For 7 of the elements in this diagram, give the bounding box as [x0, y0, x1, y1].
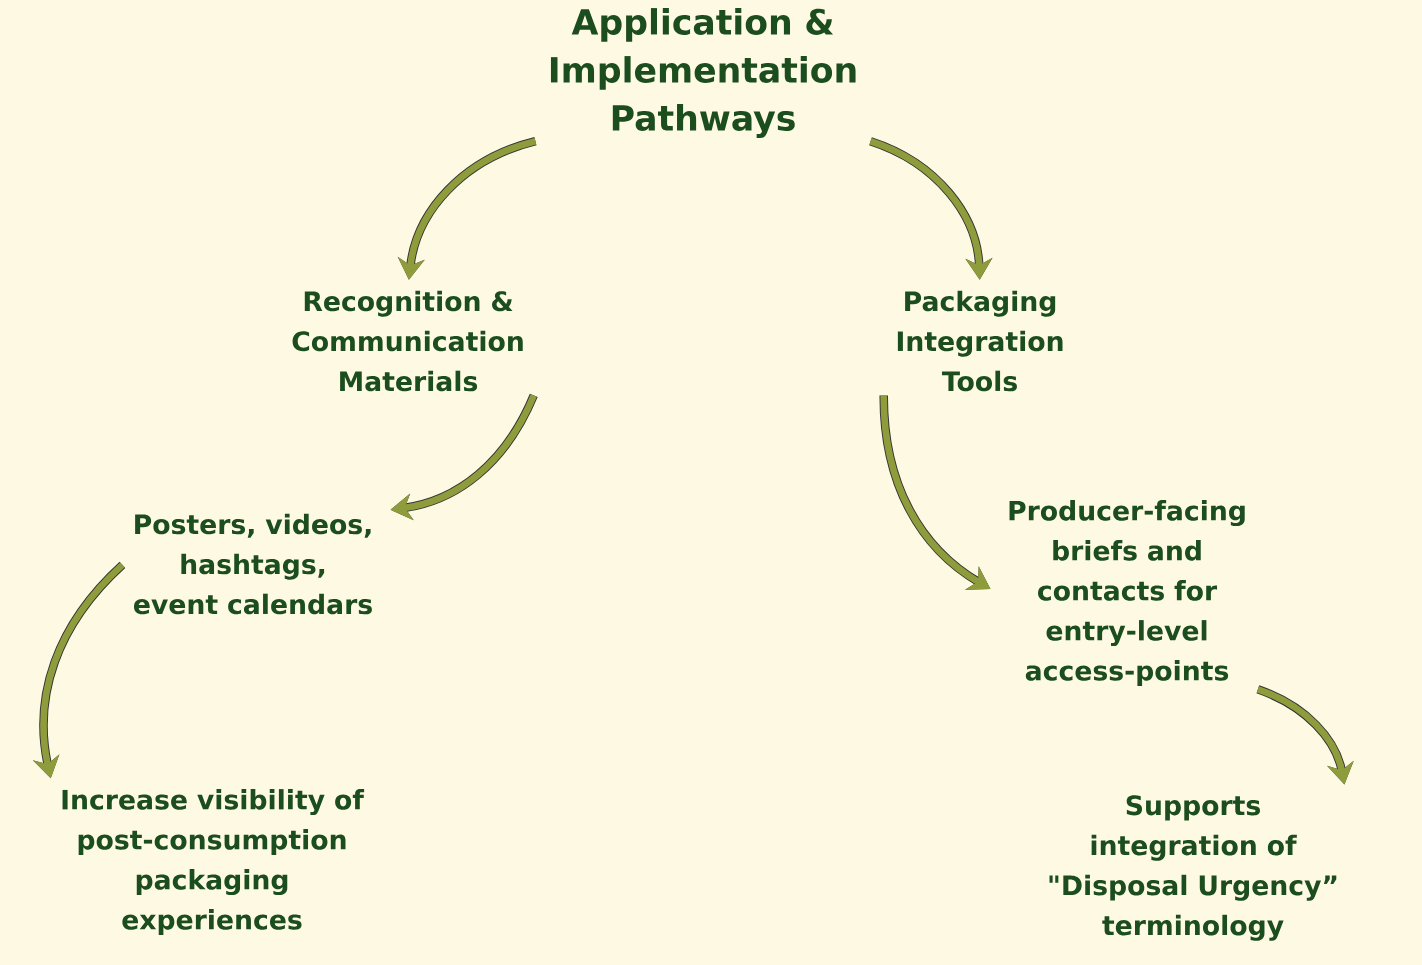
- node-text: Recognition & Communication Materials: [292, 290, 523, 392]
- node-text: Increase visibility of post-consumption packaging experiences: [62, 789, 365, 935]
- node-text: Packaging Integration Tools: [897, 290, 1063, 392]
- title-text: Application & Implementation Pathways: [550, 8, 856, 138]
- node-text: Producer-facing briefs and contacts for entry-level access-points: [1009, 500, 1245, 686]
- node-text: Posters, videos, hashtags, event calendars: [134, 513, 372, 615]
- node-text: Supports integration of "Disposal Urgency” terminology: [1049, 795, 1337, 941]
